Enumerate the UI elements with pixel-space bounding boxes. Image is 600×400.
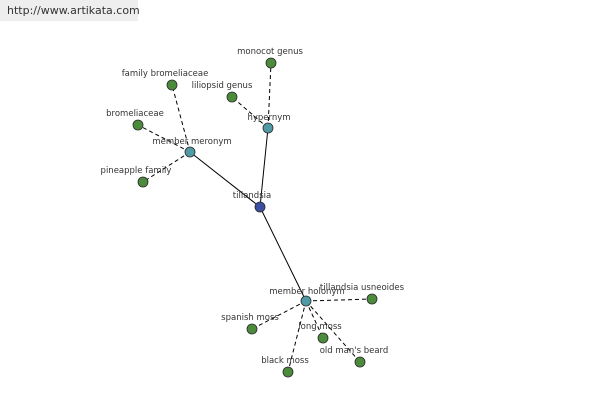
node-long-moss[interactable]: [317, 332, 329, 344]
label-long-moss[interactable]: long moss: [298, 322, 342, 332]
label-hypernym[interactable]: hypernym: [247, 113, 290, 123]
node-member-meronym[interactable]: [184, 146, 196, 158]
edge-member-holonym-spanish-moss: [251, 300, 307, 330]
label-tillandsia-usneoides[interactable]: tillandsia usneoides: [320, 283, 405, 293]
label-black-moss[interactable]: black moss: [261, 356, 309, 366]
url-banner: http://www.artikata.com: [0, 0, 140, 21]
label-monocot-genus[interactable]: monocot genus: [237, 47, 303, 57]
edge-tillandsia-member-meronym: [189, 151, 261, 208]
nodes: [132, 57, 378, 378]
node-member-holonym[interactable]: [300, 295, 312, 307]
edge-member-meronym-family-bromeliaceae: [171, 84, 191, 153]
edge-tillandsia-member-holonym: [259, 206, 307, 302]
edge-member-holonym-long-moss: [305, 300, 324, 339]
edge-tillandsia-hypernym: [259, 127, 269, 208]
label-bromeliaceae[interactable]: bromeliaceae: [106, 109, 164, 119]
edge-hypernym-liliopsid-genus: [231, 96, 269, 129]
edge-hypernym-monocot-genus: [267, 62, 272, 129]
node-black-moss[interactable]: [282, 366, 294, 378]
label-family-bromeliaceae[interactable]: family bromeliaceae: [122, 69, 209, 79]
node-pineapple-family[interactable]: [137, 176, 149, 188]
node-old-mans-beard[interactable]: [354, 356, 366, 368]
label-member-holonym[interactable]: member holonym: [269, 287, 344, 297]
label-tillandsia[interactable]: tillandsia: [233, 191, 271, 201]
edge-member-meronym-pineapple-family: [142, 151, 191, 183]
label-old-mans-beard[interactable]: old man's beard: [320, 346, 389, 356]
edge-member-holonym-black-moss: [287, 300, 307, 373]
label-member-meronym[interactable]: member meronym: [152, 137, 231, 147]
edge-member-holonym-tillandsia-usneoides: [305, 298, 373, 302]
edge-member-meronym-bromeliaceae: [137, 124, 191, 153]
label-pineapple-family[interactable]: pineapple family: [101, 166, 172, 176]
node-bromeliaceae[interactable]: [132, 119, 144, 131]
node-monocot-genus[interactable]: [265, 57, 277, 69]
node-tillandsia-usneoides[interactable]: [366, 293, 378, 305]
node-spanish-moss[interactable]: [246, 323, 258, 335]
node-tillandsia[interactable]: [254, 201, 266, 213]
edges: [137, 62, 373, 373]
node-liliopsid-genus[interactable]: [226, 91, 238, 103]
node-family-bromeliaceae[interactable]: [166, 79, 178, 91]
labels: tillandsia hypernym monocot genus liliopsid…: [101, 47, 405, 366]
source-url[interactable]: http://www.artikata.com: [7, 4, 140, 17]
label-spanish-moss[interactable]: spanish moss: [221, 313, 279, 323]
label-liliopsid-genus[interactable]: liliopsid genus: [192, 81, 253, 91]
node-hypernym[interactable]: [262, 122, 274, 134]
